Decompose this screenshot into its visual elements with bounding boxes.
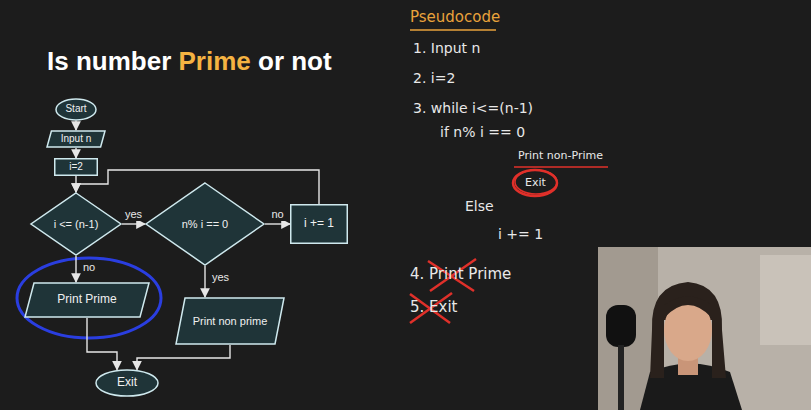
box-outline [291,205,348,244]
pseudocode-heading: Pseudocode [410,8,500,26]
title-word: Prime [179,46,251,76]
node-text: i <= (n-1) [54,218,99,231]
io-parallelogram: Print Prime [24,282,150,318]
title-word: Is [47,46,69,76]
pseudocode-line: Print non-Prime [518,149,603,162]
flow-arrow [75,256,76,282]
node-text: Exit [117,376,137,390]
flow-arrow [75,121,76,131]
decision-diamond: n% i == 0 [145,182,265,266]
pseudocode-line: i += 1 [498,226,543,243]
edge-label: no [81,261,97,274]
hair-fringe [664,297,712,319]
pseudocode-line: 4. Print Prime [410,265,511,283]
parallelogram-outline [25,283,149,317]
title-word: number [76,46,171,76]
edge-label: no [269,208,285,221]
microphone [606,305,636,347]
node-text: Input n [61,133,92,145]
flow-arrow [204,266,205,297]
io-parallelogram: Print non prime [175,297,285,345]
hair [650,282,726,378]
pseudocode-line: 1. Input n [413,40,480,57]
decision-diamond: i <= (n-1) [30,192,122,256]
blue-highlight-circle [17,258,161,338]
io-parallelogram: Input n [46,130,106,148]
edge-label: yes [210,271,231,284]
flow-arrow [122,223,145,224]
shelf [760,255,811,345]
node-text: Print non prime [193,315,268,328]
heading-underline [410,29,496,31]
diamond-outline [146,183,264,265]
flow-arrow [265,223,290,224]
node-text: Print Prime [57,293,116,307]
edge-label: yes [123,208,144,221]
parallelogram-outline [47,131,105,147]
pseudocode-line: Else [465,198,494,215]
oval-outline [56,99,96,120]
flow-arrow [75,148,76,158]
mic-stand [618,345,624,410]
parallelogram-outline [176,298,284,344]
pseudocode-line: Exit [525,176,546,189]
red-circle [515,170,557,194]
pseudocode-line: 2. i=2 [413,70,455,87]
node-text: i += 1 [304,217,334,231]
title-word: not [291,46,331,76]
node-text: Start [65,103,86,115]
terminal-oval: Start [55,98,97,121]
pseudocode-line: 5. Exit [410,298,457,316]
process-box: i=2 [54,158,98,176]
presenter-photo [598,247,811,410]
flow-arrow [137,345,230,370]
room-wall [598,247,811,410]
pseudocode-line: 3. while i<=(n-1) [413,100,533,117]
title-word: or [258,46,284,76]
red-underline [514,166,608,168]
flow-arrow [87,318,117,370]
node-text: i=2 [69,161,83,173]
oval-outline [96,370,158,396]
node-text: n% i == 0 [182,218,228,231]
red-circle [513,170,557,196]
title: Is number Prime or not [47,46,332,77]
terminal-oval: Exit [95,369,159,397]
pseudocode-line: if n% i == 0 [440,124,525,141]
diamond-outline [31,193,121,255]
process-box: i += 1 [290,204,348,244]
box-outline [55,159,98,176]
